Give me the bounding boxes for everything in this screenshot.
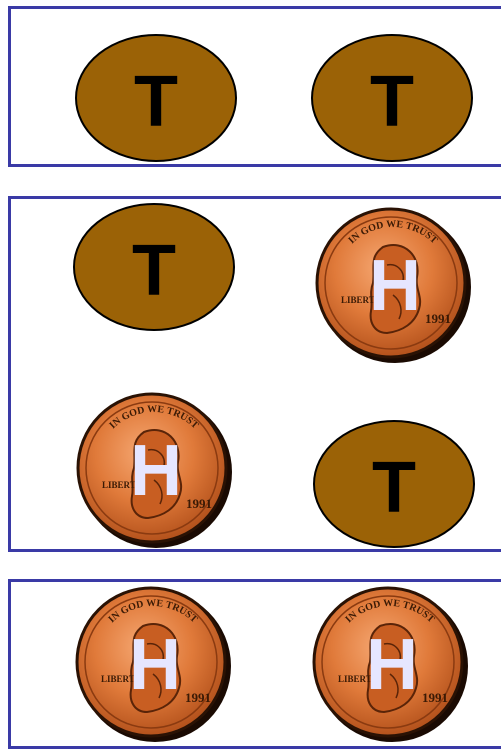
penny-year: 1991 (422, 690, 448, 705)
penny-heads-coin: IN GOD WE TRUST LIBERTY 1991 H (310, 584, 470, 744)
penny-heads-coin: IN GOD WE TRUST LIBERTY 1991 H (313, 205, 473, 365)
coin-letter: T (372, 448, 416, 528)
coin-letter: H (369, 246, 421, 326)
penny-year: 1991 (185, 690, 211, 705)
coin-letter: T (134, 62, 178, 142)
coin-letter: H (366, 625, 418, 705)
tails-coin: T (74, 33, 238, 163)
penny-heads-coin: IN GOD WE TRUST LIBERTY 1991 H (74, 390, 234, 550)
penny-year: 1991 (425, 311, 451, 326)
outcome-panel-tt: T T (8, 6, 501, 167)
coin-letter: T (132, 231, 176, 311)
coin-letter: H (130, 431, 182, 511)
coin-letter: T (370, 62, 414, 142)
outcome-panel-hh: IN GOD WE TRUST LIBERTY 1991 H IN GOD WE… (8, 579, 501, 749)
outcome-panel-th-ht: T IN GOD WE TRUST LIBERTY 1991 H IN GOD … (8, 196, 501, 552)
tails-coin: T (310, 33, 474, 163)
penny-heads-coin: IN GOD WE TRUST LIBERTY 1991 H (73, 584, 233, 744)
tails-coin: T (312, 419, 476, 549)
penny-year: 1991 (186, 496, 212, 511)
coin-letter: H (129, 625, 181, 705)
tails-coin: T (72, 202, 236, 332)
